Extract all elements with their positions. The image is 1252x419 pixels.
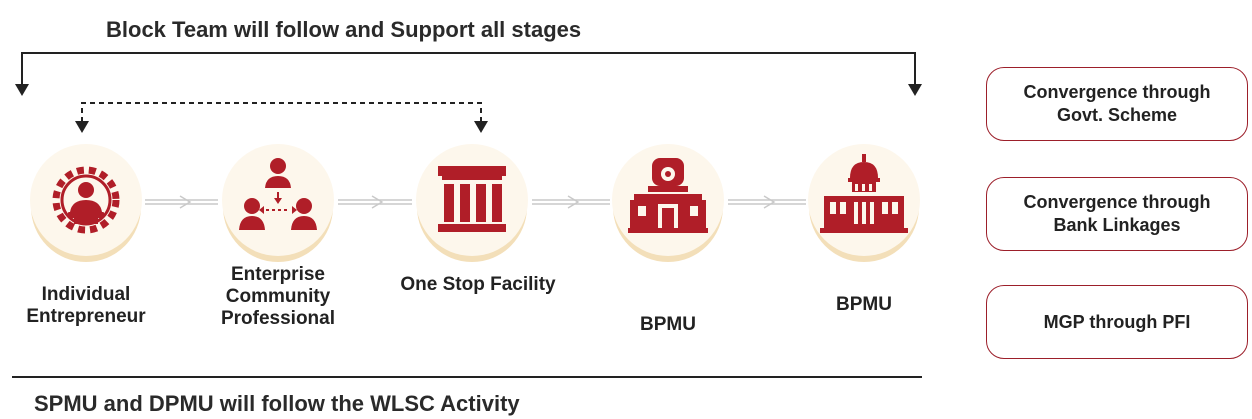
connector-4-5 [728, 195, 806, 209]
connector-3-4 [532, 195, 610, 209]
stage-circle-individual-entrepreneur [30, 144, 142, 256]
bottom-divider [12, 376, 922, 378]
team-network-icon [239, 158, 317, 230]
side-box-label: Convergence through Bank Linkages [1023, 192, 1211, 235]
stage-label-enterprise-community-professional: Enterprise Community Professional [220, 264, 336, 329]
side-box-bank-linkages: Convergence through Bank Linkages [986, 177, 1248, 251]
connector-2-3 [338, 195, 412, 209]
stage-circle-bpmu-2 [808, 144, 920, 256]
entrepreneur-gear-icon [52, 166, 120, 234]
clock-tower-building-icon [628, 158, 708, 233]
side-box-label: MGP through PFI [1043, 311, 1191, 332]
stage-label-one-stop-facility: One Stop Facility [400, 274, 556, 295]
stage-circle-enterprise-community-professional [222, 144, 334, 256]
side-box-label: Convergence through Govt. Scheme [1023, 82, 1211, 125]
stage-label-bpmu-2: BPMU [836, 294, 892, 315]
stage-label-bpmu-1: BPMU [640, 314, 696, 335]
stage-circle-bpmu-1 [612, 144, 724, 256]
side-box-govt-scheme: Convergence through Govt. Scheme [986, 67, 1248, 141]
domed-capitol-building-icon [820, 154, 908, 233]
bottom-heading: SPMU and DPMU will follow the WLSC Activ… [34, 391, 520, 416]
connector-1-2 [145, 195, 218, 209]
stage-circle-one-stop-facility [416, 144, 528, 256]
pillared-building-icon [438, 166, 506, 232]
top-heading: Block Team will follow and Support all s… [106, 17, 582, 42]
stage-label-individual-entrepreneur: Individual Entrepreneur [26, 284, 146, 327]
side-box-mgp-pfi: MGP through PFI [986, 285, 1248, 359]
